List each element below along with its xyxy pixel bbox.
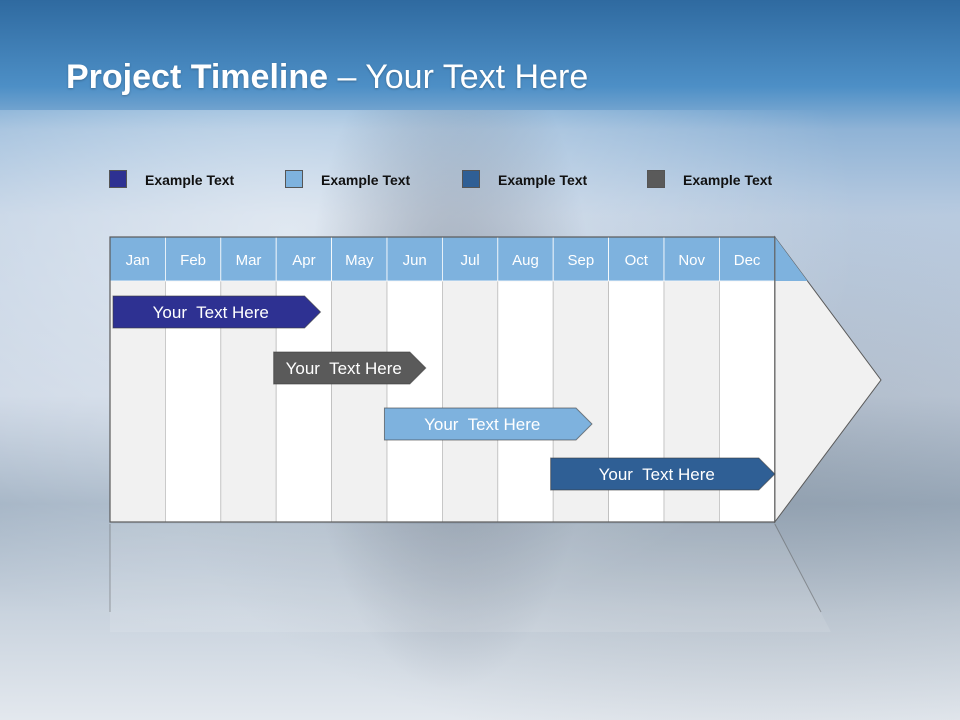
month-header-cell (275, 236, 333, 282)
month-header-cell (220, 236, 277, 282)
task-label: Your Text Here (424, 415, 540, 434)
legend-swatch (109, 170, 127, 188)
month-label: Dec (734, 252, 761, 269)
task-bar (112, 295, 322, 329)
month-header-cell (109, 236, 166, 282)
legend-label: Example Text (498, 172, 588, 188)
title-bold: Project Timeline (66, 58, 329, 96)
task-bar (383, 407, 593, 441)
month-column (386, 280, 443, 523)
month-header-cell (331, 236, 388, 282)
month-column (331, 280, 388, 523)
task-bar (273, 351, 427, 385)
task-label: Your Text Here (286, 359, 402, 378)
page-title: Project Timeline – Your Text Here (66, 58, 588, 97)
task-bar (550, 457, 776, 491)
month-label: Jul (461, 252, 480, 269)
month-label: Aug (512, 252, 539, 269)
month-label: May (345, 252, 374, 269)
month-header-cell (441, 236, 499, 282)
month-header-cell (164, 236, 222, 282)
legend-swatch (647, 170, 665, 188)
month-header-cell (497, 236, 554, 282)
month-header-cell (663, 236, 720, 282)
legend-label: Example Text (321, 172, 411, 188)
month-column (497, 280, 554, 523)
legend-label: Example Text (683, 172, 773, 188)
legend-swatch (462, 170, 480, 188)
month-header-cell (386, 236, 443, 282)
month-header-cell (719, 236, 776, 282)
legend-label: Example Text (145, 172, 235, 188)
month-label: Mar (236, 252, 262, 269)
timeline-reflection (110, 524, 831, 632)
month-label: Jan (126, 252, 150, 269)
timeline-frame (109, 236, 776, 523)
month-label: Oct (625, 252, 649, 269)
month-label: Feb (180, 252, 206, 269)
reflection-edge (774, 523, 822, 613)
month-label: Nov (678, 252, 705, 269)
month-label: Sep (568, 252, 595, 269)
timeline-arrow-header (774, 237, 808, 281)
month-label: Apr (292, 252, 315, 269)
title-rest: – Your Text Here (328, 58, 589, 96)
legend-swatch (285, 170, 303, 188)
task-label: Your Text Here (153, 303, 269, 322)
task-label: Your Text Here (599, 465, 715, 484)
month-label: Jun (403, 252, 427, 269)
month-column (441, 280, 499, 523)
